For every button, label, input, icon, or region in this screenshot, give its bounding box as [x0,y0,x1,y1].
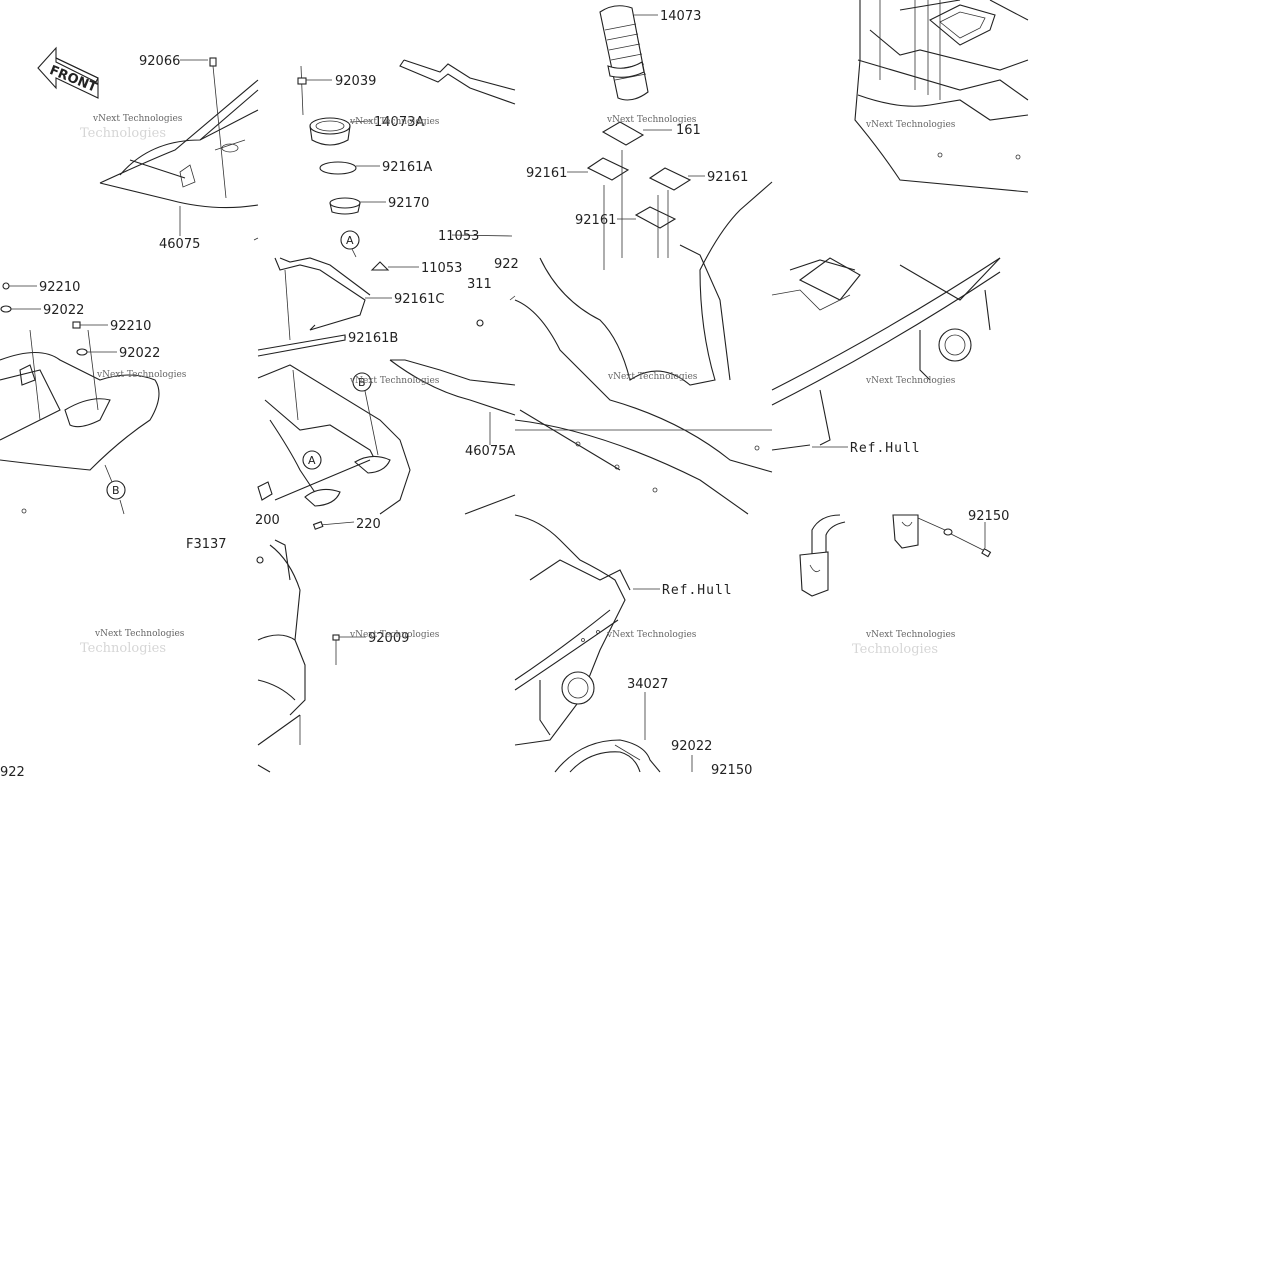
mats-panel: 92161C 92161B 11053 A B 46075A 311 922 v… [257,257,519,515]
tube-panel: 14073 161 92161 92161 92161 11053 vNext … [438,5,773,515]
callout-92022-c: 92022 [671,739,712,754]
callout-92039: 92039 [335,74,376,89]
marker-a: A [346,234,354,247]
label-panel: F3137 922 vNext Technologies Technologie… [0,537,227,780]
callout-92161-right: 92161 [707,170,748,185]
marker-b-left: B [112,484,120,497]
callout-92022-a: 92022 [43,303,84,318]
figure-code: F3137 [186,537,227,552]
callout-200: 200 [255,513,280,528]
callout-92009: 92009 [368,631,409,646]
callout-92170: 92170 [388,196,429,211]
callout-14073a: 14073A [374,115,424,130]
callout-92161a: 92161A [382,160,432,175]
callout-922-bottom: 922 [0,765,25,780]
callout-46075a: 46075A [465,444,515,459]
callout-14073: 14073 [660,9,701,24]
watermark-ghost: Technologies [80,641,166,656]
watermark: vNext Technologies [607,372,698,382]
ref-hull-label-bottom: Ref.Hull [662,583,733,598]
handle-panel: 92210 92022 92210 92022 B vNext Technolo… [0,280,187,515]
watermark: vNext Technologies [96,370,187,380]
watermark: vNext Technologies [94,629,185,639]
callout-46075: 46075 [159,237,200,252]
callout-11053-a: 11053 [438,229,479,244]
marker-a-mid: A [308,454,316,467]
watermark: vNext Technologies [606,115,697,125]
marker-b-mid: B [358,376,366,389]
callout-92161-top: 161 [676,123,701,138]
side-panel: 200 220 92009 vNext Technologies [255,513,440,773]
callout-92161-mid: 92161 [575,213,616,228]
watermark: vNext Technologies [606,630,697,640]
callout-92210-b: 92210 [110,319,151,334]
watermark: vNext Technologies [865,376,956,386]
watermark: vNext Technologies [865,630,956,640]
callout-92150-b: 92150 [968,509,1009,524]
callout-92161c: 92161C [394,292,444,307]
watermark: vNext Technologies [865,120,956,130]
watermark: vNext Technologies [92,114,183,124]
watermark: vNext Technologies [349,117,440,127]
watermark: vNext Technologies [349,376,440,386]
callout-922: 922 [494,257,519,272]
hull-rear-panel: Ref.Hull 34027 92022 92150 vNext Technol… [514,514,752,778]
callout-34027: 34027 [627,677,668,692]
bracket-panel: 92150 vNext Technologies Technologies [799,509,1009,657]
callout-92022-b: 92022 [119,346,160,361]
grommet-panel: 92039 14073A 92161A 92170 A vNext Techno… [297,59,516,258]
callout-311: 311 [467,277,492,292]
callout-92150-a: 92150 [711,763,752,778]
watermark: vNext Technologies [349,630,440,640]
callout-92161-left: 92161 [526,166,567,181]
rear-deck-panel: vNext Technologies [854,0,1029,193]
front-deck-panel: FRONT 92066 46075 vNext Technologies Tec… [37,46,259,252]
callout-92066: 92066 [139,54,180,69]
callout-92210-a: 92210 [39,280,80,295]
watermark-ghost: Technologies [852,642,938,657]
front-arrow-icon: FRONT [37,46,99,99]
callout-11053-b: 11053 [421,261,462,276]
ref-hull-label-top: Ref.Hull [850,441,921,456]
rear-hull-panel: Ref.Hull vNext Technologies [771,257,1001,456]
callout-92161b: 92161B [348,331,398,346]
watermark-ghost: Technologies [80,126,166,141]
callout-220: 220 [356,517,381,532]
